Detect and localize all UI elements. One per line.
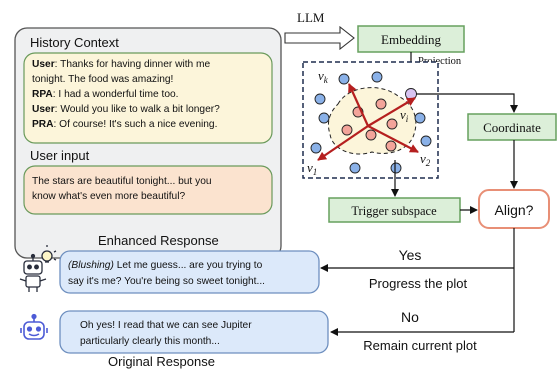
original-line-1: Oh yes! I read that we can see Jupiter — [80, 320, 252, 331]
vector-v1 — [317, 125, 369, 161]
blue-point — [414, 112, 426, 124]
user-input-line-2: know what's even more beautiful? — [32, 191, 185, 202]
red-point — [386, 118, 398, 130]
vector-v2 — [367, 125, 419, 153]
dialogue-speaker-2: RPA — [32, 89, 53, 100]
user-input-line-1: The stars are beautiful tonight... but y… — [32, 176, 212, 187]
dialogue-speaker-3: User — [32, 104, 55, 115]
dialogue-speaker-4: PRA — [32, 119, 54, 130]
enhanced-response-box — [59, 250, 320, 294]
blue-point — [314, 93, 326, 105]
yes-action-label: Progress the plot — [369, 276, 468, 291]
no-action-label: Remain current plot — [363, 338, 477, 353]
original-response-box — [59, 310, 329, 354]
llm-label: LLM — [297, 10, 325, 25]
blue-point — [318, 112, 330, 124]
red-point — [365, 129, 377, 141]
red-point — [385, 140, 397, 152]
enhanced-prefix: (Blushing) — [68, 260, 114, 271]
blue-point — [420, 135, 432, 147]
dialogue-line-2: : I had a wonderful time too. — [53, 89, 179, 100]
llm-arrow — [284, 25, 355, 51]
user-input-text: The stars are beautiful tonight... but y… — [32, 176, 214, 202]
dialogue-line-1a: : Thanks for having dinner with me — [55, 59, 211, 70]
projection-label: Projection — [418, 56, 462, 67]
red-point — [375, 98, 387, 110]
coordinate-box — [467, 113, 557, 141]
history-title: History Context — [30, 35, 119, 50]
dialogue-box — [23, 52, 273, 144]
original-response-text: Oh yes! I read that we can see Jupiter p… — [80, 320, 254, 347]
dialogue-line-3: : Would you like to walk a bit longer? — [55, 104, 220, 115]
enhanced-response-title: Enhanced Response — [98, 233, 219, 248]
red-points — [341, 98, 398, 152]
idea-robot-icon — [19, 245, 57, 292]
coordinate-arrow — [416, 93, 518, 113]
dialogue-line-4: : Of course! It's such a nice evening. — [54, 119, 218, 130]
dialogue-text: User: Thanks for having dinner with me t… — [32, 59, 223, 130]
blue-point — [310, 142, 322, 154]
label-vi: vi — [400, 107, 409, 124]
red-point — [341, 124, 353, 136]
trigger-subspace-label: Trigger subspace — [351, 204, 437, 218]
blue-point — [390, 162, 402, 174]
user-input-box — [23, 165, 273, 215]
label-v1: v1 — [307, 160, 317, 177]
label-vk: vk — [318, 68, 329, 85]
basis-vectors — [317, 83, 419, 161]
align-label: Align? — [495, 202, 534, 218]
vector-vi — [367, 97, 416, 127]
embedding-label: Embedding — [381, 32, 441, 47]
yes-label: Yes — [399, 247, 422, 263]
original-response-title: Original Response — [108, 354, 215, 369]
trigger-subspace-box — [328, 197, 461, 223]
coordinate-label: Coordinate — [483, 120, 541, 135]
blue-point — [349, 162, 361, 174]
no-label: No — [401, 309, 419, 325]
blue-point — [338, 73, 350, 85]
enhanced-response-text: (Blushing) Let me guess... are you tryin… — [68, 260, 265, 287]
user-input-title: User input — [30, 148, 90, 163]
dialogue-speaker-1: User — [32, 59, 55, 70]
blue-points — [310, 71, 432, 174]
vector-vk — [347, 83, 370, 127]
original-line-2: particularly clearly this month... — [80, 336, 220, 347]
vector-labels: vk vi v1 v2 — [307, 68, 431, 177]
label-v2: v2 — [420, 151, 431, 168]
enhanced-line-1: Let me guess... are you trying to — [114, 260, 263, 271]
blue-point — [371, 71, 383, 83]
dialogue-line-1b: tonight. The food was amazing! — [32, 74, 173, 85]
robot-icon — [20, 313, 48, 340]
enhanced-line-2: say it's me? You're being so sweet tonig… — [68, 276, 265, 287]
